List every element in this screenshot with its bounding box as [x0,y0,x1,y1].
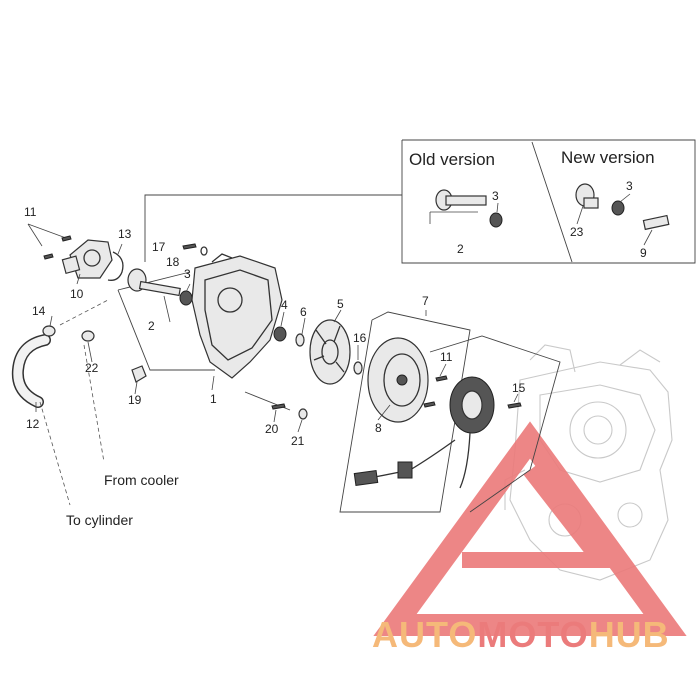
washer-21 [298,408,308,420]
callout-1: 1 [210,392,217,406]
automotohub-watermark: AUTOMOTOHUB [372,421,687,655]
old-pump-shaft [429,189,503,228]
callout-numbers: 11 13 17 18 10 3 2 4 6 5 7 16 11 15 14 1… [24,205,526,448]
pump-shaft [127,268,193,306]
new-impeller [575,183,670,231]
callout-4: 4 [281,298,288,312]
callout-14: 14 [32,304,46,318]
screw-11-b [423,401,436,408]
callout-17: 17 [152,240,166,254]
watermark-text-moto: MOTO [477,614,588,655]
cooling-fan [309,319,351,385]
clutch-side-cover [191,253,283,379]
inset-new-ref-23: 23 [570,225,584,239]
callout-15: 15 [512,381,526,395]
watermark-text-auto: AUTO [372,614,477,655]
screw-15 [507,402,522,409]
callout-5: 5 [337,297,344,311]
callout-22: 22 [85,361,99,375]
engine-block-outline [504,344,673,581]
new-version-label: New version [561,148,655,167]
callout-7: 7 [422,294,429,308]
callout-6: 6 [300,305,307,319]
callout-8: 8 [375,421,382,435]
washer-6 [295,333,305,347]
route-from-cooler [83,344,105,463]
inset-new-ref-9: 9 [640,246,647,260]
nut-16 [353,361,363,375]
leader-lines [35,243,519,433]
callout-19: 19 [128,393,142,407]
callout-18: 18 [166,255,180,269]
screw-11 [435,375,448,382]
svg-text:AUTOMOTOHUB: AUTOMOTOHUB [372,614,670,655]
water-pump-cover [27,223,113,279]
inset-old-ref-2: 2 [457,242,464,256]
old-version-label: Old version [409,150,495,169]
callout-16: 16 [353,331,367,345]
callout-21: 21 [291,434,305,448]
callout-2: 2 [148,319,155,333]
gasket [107,251,124,281]
stator [353,376,495,489]
coolant-hose [11,325,147,408]
version-inset: Old version New version 3 2 3 23 9 [401,139,696,264]
callout-12: 12 [26,417,40,431]
callout-20: 20 [265,422,279,436]
screw-17 [182,243,197,250]
callout-13: 13 [118,227,132,241]
to-cylinder-label: To cylinder [66,512,133,528]
callout-10: 10 [70,287,84,301]
bearing-4 [273,326,287,342]
route-to-cylinder [39,401,71,506]
callout-3: 3 [184,267,191,281]
flywheel [367,337,429,423]
callout-11: 11 [440,350,453,364]
inset-old-ref-3: 3 [492,189,499,203]
inset-new-ref-3: 3 [626,179,633,193]
from-cooler-label: From cooler [104,472,179,488]
screw-20 [271,403,286,410]
watermark-text-hub: HUB [589,614,670,655]
washer-18 [200,246,208,256]
callout-11-top: 11 [24,205,37,219]
